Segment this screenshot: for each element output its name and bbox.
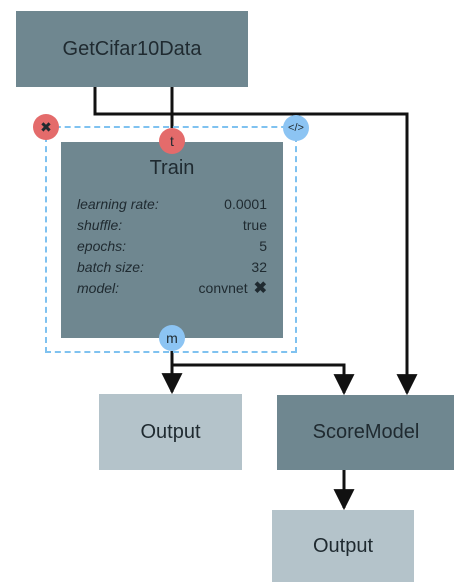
param-key: epochs: [77,238,127,254]
param-value[interactable]: 0.0001 [224,196,267,212]
node-scoremodel[interactable]: ScoreModel [277,395,454,470]
param-row-epochs: epochs: 5 [77,236,267,257]
node-train[interactable]: Train learning rate: 0.0001 shuffle: tru… [61,142,283,338]
node-output-2[interactable]: Output [272,510,414,582]
node-label: GetCifar10Data [62,37,202,60]
delete-node-button[interactable]: ✖ [33,114,59,140]
input-port-t[interactable]: t [159,128,185,154]
param-key: batch size: [77,259,144,275]
node-label: ScoreModel [312,421,420,443]
port-label: t [170,133,174,149]
node-output-1[interactable]: Output [99,394,242,470]
node-label: Output [140,420,201,443]
node-getcifar10data[interactable]: GetCifar10Data [16,11,248,87]
selection-box [45,126,297,353]
param-value-with-remove: convnet ✖ [199,278,267,299]
close-icon: ✖ [40,118,52,135]
param-key: model: [77,280,120,296]
edge-train-to-score [172,363,355,396]
node-label: Output [312,534,374,557]
param-row-model: model: convnet ✖ [77,278,267,299]
code-icon: </> [288,122,304,134]
view-code-button[interactable]: </> [283,115,309,141]
close-icon[interactable]: ✖ [253,280,267,297]
param-value[interactable]: 32 [251,259,267,275]
port-label: m [166,330,178,346]
param-value[interactable]: 5 [259,238,267,254]
param-row-batch-size: batch size: 32 [77,257,267,278]
output-port-m[interactable]: m [159,325,185,351]
param-row-shuffle: shuffle: true [77,215,267,236]
param-row-learning-rate: learning rate: 0.0001 [77,194,267,215]
param-key: learning rate: [77,196,159,212]
param-value[interactable]: true [242,217,267,233]
param-key: shuffle: [77,217,123,233]
param-value[interactable]: convnet [198,280,248,296]
node-title: Train [149,157,195,179]
